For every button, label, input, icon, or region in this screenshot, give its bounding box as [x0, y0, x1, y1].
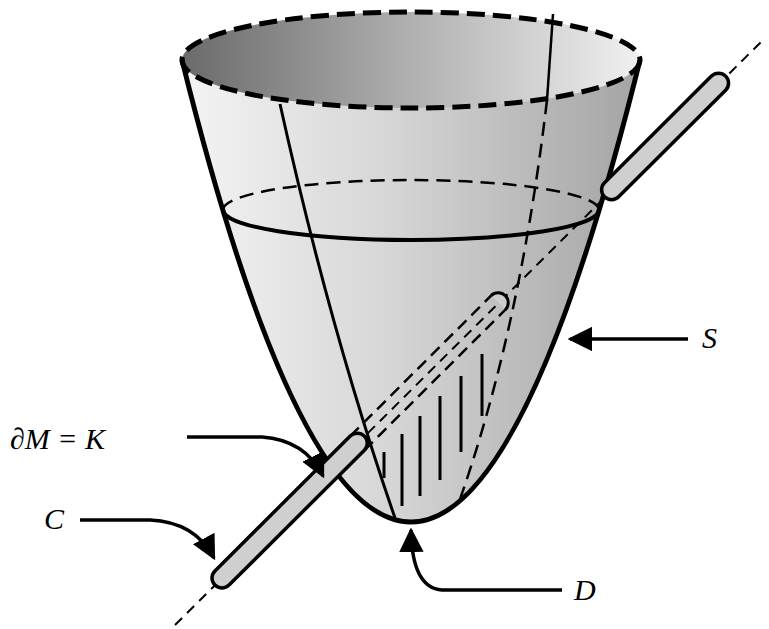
- opening-rim: [182, 12, 640, 108]
- boundary-label: ∂M = K: [10, 424, 105, 454]
- meridian-back-top: [547, 14, 553, 100]
- surface-outline: [182, 60, 640, 522]
- tube-axis: [175, 38, 765, 625]
- opening-fill: [182, 12, 640, 108]
- level-front: [223, 210, 599, 240]
- surface-fill: [182, 60, 640, 522]
- surface-label: S: [702, 323, 717, 353]
- disk-label: D: [574, 575, 596, 605]
- disk-hatching: [384, 354, 482, 506]
- level-back: [223, 180, 599, 210]
- leader-lines: [80, 339, 688, 590]
- tube-label: C: [44, 504, 64, 534]
- tube: [208, 69, 733, 592]
